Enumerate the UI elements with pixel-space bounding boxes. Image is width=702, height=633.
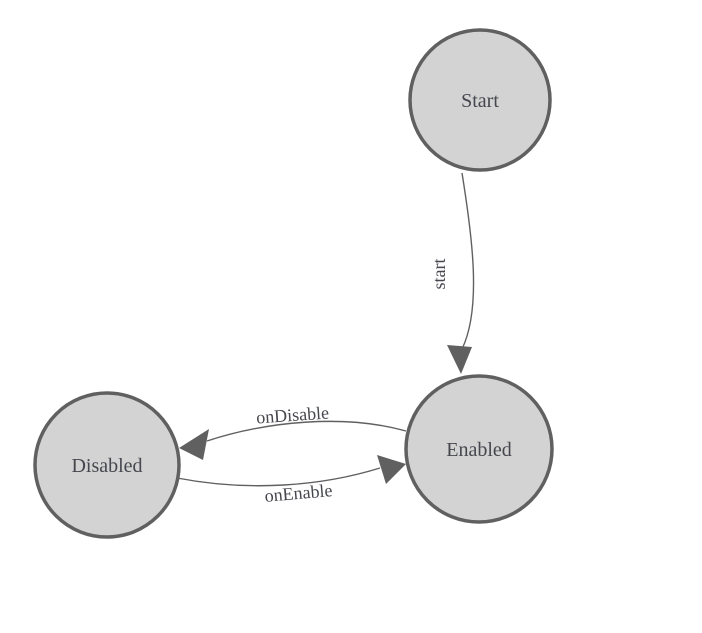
- state-node-start-label: Start: [461, 90, 499, 112]
- edge-label-start: start: [429, 259, 449, 290]
- state-node-disabled: Disabled: [33, 391, 181, 539]
- edge-enabled-to-disabled: onDisable: [179, 402, 407, 460]
- edge-enabled-to-disabled-line: [206, 420, 407, 442]
- state-node-enabled: Enabled: [404, 374, 554, 524]
- state-node-disabled-label: Disabled: [71, 455, 142, 477]
- state-node-disabled-circle: [33, 391, 181, 539]
- state-node-start-circle: [408, 28, 552, 172]
- state-node-start: Start: [408, 28, 552, 172]
- arrowhead-down-icon: [447, 345, 472, 374]
- state-node-enabled-circle: [404, 374, 554, 524]
- edge-disabled-to-enabled: onEnable: [176, 455, 406, 506]
- edge-disabled-to-enabled-line: [176, 467, 381, 487]
- arrowhead-right-icon: [377, 455, 406, 484]
- edge-label-onenable: onEnable: [264, 480, 333, 506]
- edge-start-to-enabled: start: [429, 172, 475, 374]
- edge-label-ondisable: onDisable: [255, 402, 329, 427]
- state-node-enabled-label: Enabled: [446, 439, 512, 461]
- arrowhead-left-icon: [179, 429, 209, 460]
- edge-start-to-enabled-line: [461, 172, 475, 350]
